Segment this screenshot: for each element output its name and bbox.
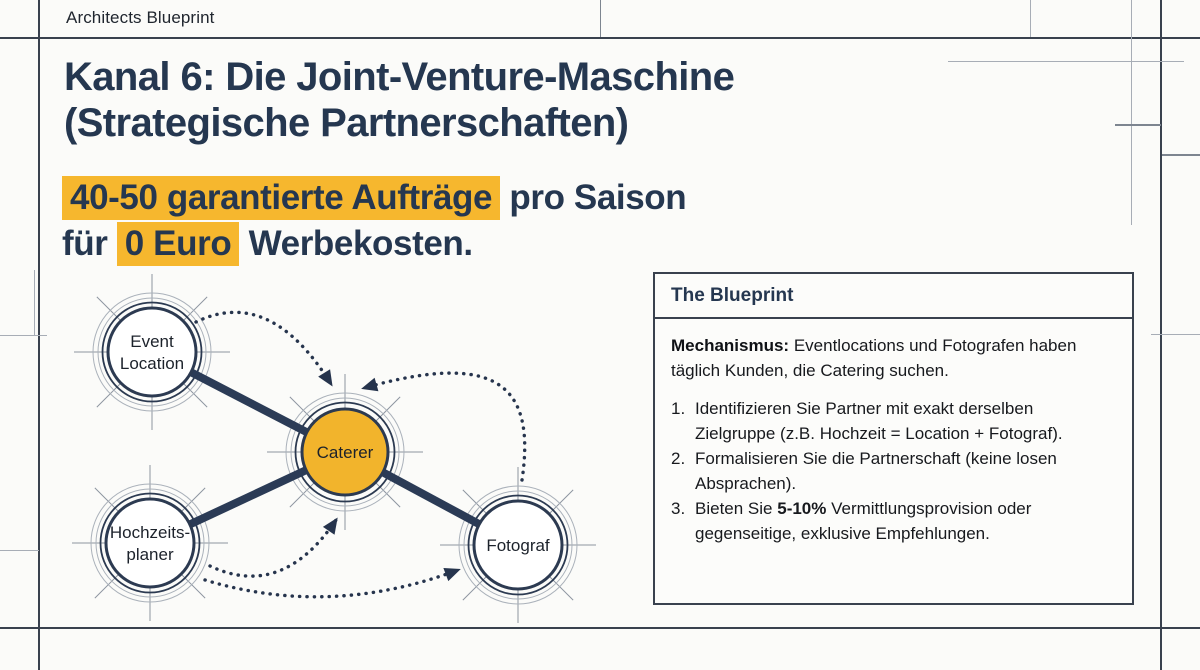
page-title: Kanal 6: Die Joint-Venture-Maschine (Str… [64, 54, 1064, 146]
step-1-number: 1. [671, 399, 686, 418]
frame-right-line [1160, 0, 1162, 670]
node-fotograf-label: Fotograf [486, 536, 550, 555]
tick-right-v-long [1131, 0, 1132, 225]
frame-bottom-line [0, 627, 1200, 629]
node-event-location [106, 306, 198, 398]
frame-top-line [0, 37, 1200, 39]
step-3: 3. Bieten Sie 5-10% Vermittlungsprovisio… [671, 496, 1118, 546]
node-fotograf [472, 499, 564, 591]
subtitle-line1: 40-50 garantierte Aufträge pro Saison [62, 176, 962, 220]
tick-left-h-short1 [0, 335, 47, 336]
arrow-eventlocation-to-caterer [194, 310, 333, 387]
step-1-text: Identifizieren Sie Partner mit exakt der… [695, 399, 1063, 443]
step-3-number: 3. [671, 499, 686, 518]
blueprint-box: The Blueprint Mechanismus: Eventlocation… [653, 272, 1134, 605]
arrow-hochzeitsplaner-to-fotograf [203, 568, 461, 599]
tick-left-h-short2 [0, 550, 39, 551]
node-hochzeitsplaner-label: Hochzeits-planer [110, 523, 190, 564]
subtitle-line2: für 0 Euro Werbekosten. [62, 222, 962, 266]
step-3-text: Bieten Sie 5-10% Vermittlungsprovision o… [695, 499, 1032, 543]
page-title-line2: (Strategische Partnerschaften) [64, 101, 629, 145]
node-caterer-label: Caterer [317, 443, 374, 462]
node-caterer [300, 407, 390, 497]
tick-top-right-v [1030, 0, 1031, 37]
page-title-line1: Kanal 6: Die Joint-Venture-Maschine [64, 55, 735, 99]
tick-right-h-long [948, 61, 1184, 62]
blueprint-box-title: The Blueprint [655, 274, 1132, 319]
steps-list: 1. Identifizieren Sie Partner mit exakt … [671, 396, 1118, 546]
step-2: 2. Formalisieren Sie die Partnerschaft (… [671, 446, 1118, 496]
step-2-number: 2. [671, 449, 686, 468]
subtitle-rest-1: pro Saison [500, 178, 687, 217]
tick-right-h-short1 [1115, 124, 1161, 126]
brand-label: Architects Blueprint [66, 8, 215, 27]
node-hochzeitsplaner [104, 497, 196, 589]
mechanism-text: Eventlocations und Fotografen haben tägl… [671, 336, 1077, 380]
subtitle-pre-2: für [62, 224, 117, 263]
subtitle-rest-2: Werbekosten. [239, 224, 473, 263]
blueprint-box-body: Mechanismus: Eventlocations und Fotograf… [655, 319, 1132, 556]
caterer-rings [267, 374, 423, 530]
subtitle-highlight-1: 40-50 garantierte Aufträge [62, 176, 501, 220]
arrow-fotograf-to-caterer [361, 371, 527, 482]
tick-top-center [600, 0, 601, 37]
arrow-hochzeitsplaner-to-caterer [208, 517, 338, 578]
tick-left-v-short [34, 270, 35, 336]
subtitle: 40-50 garantierte Aufträge pro Saison fü… [62, 176, 962, 268]
step-1: 1. Identifizieren Sie Partner mit exakt … [671, 396, 1118, 446]
subtitle-highlight-2: 0 Euro [116, 222, 240, 266]
step-2-text: Formalisieren Sie die Partnerschaft (kei… [695, 449, 1057, 493]
mechanism-paragraph: Mechanismus: Eventlocations und Fotograf… [671, 333, 1118, 383]
mechanism-label: Mechanismus: [671, 336, 790, 355]
tick-right-h-short2 [1162, 154, 1200, 156]
tick-right-h-short3 [1151, 334, 1200, 335]
